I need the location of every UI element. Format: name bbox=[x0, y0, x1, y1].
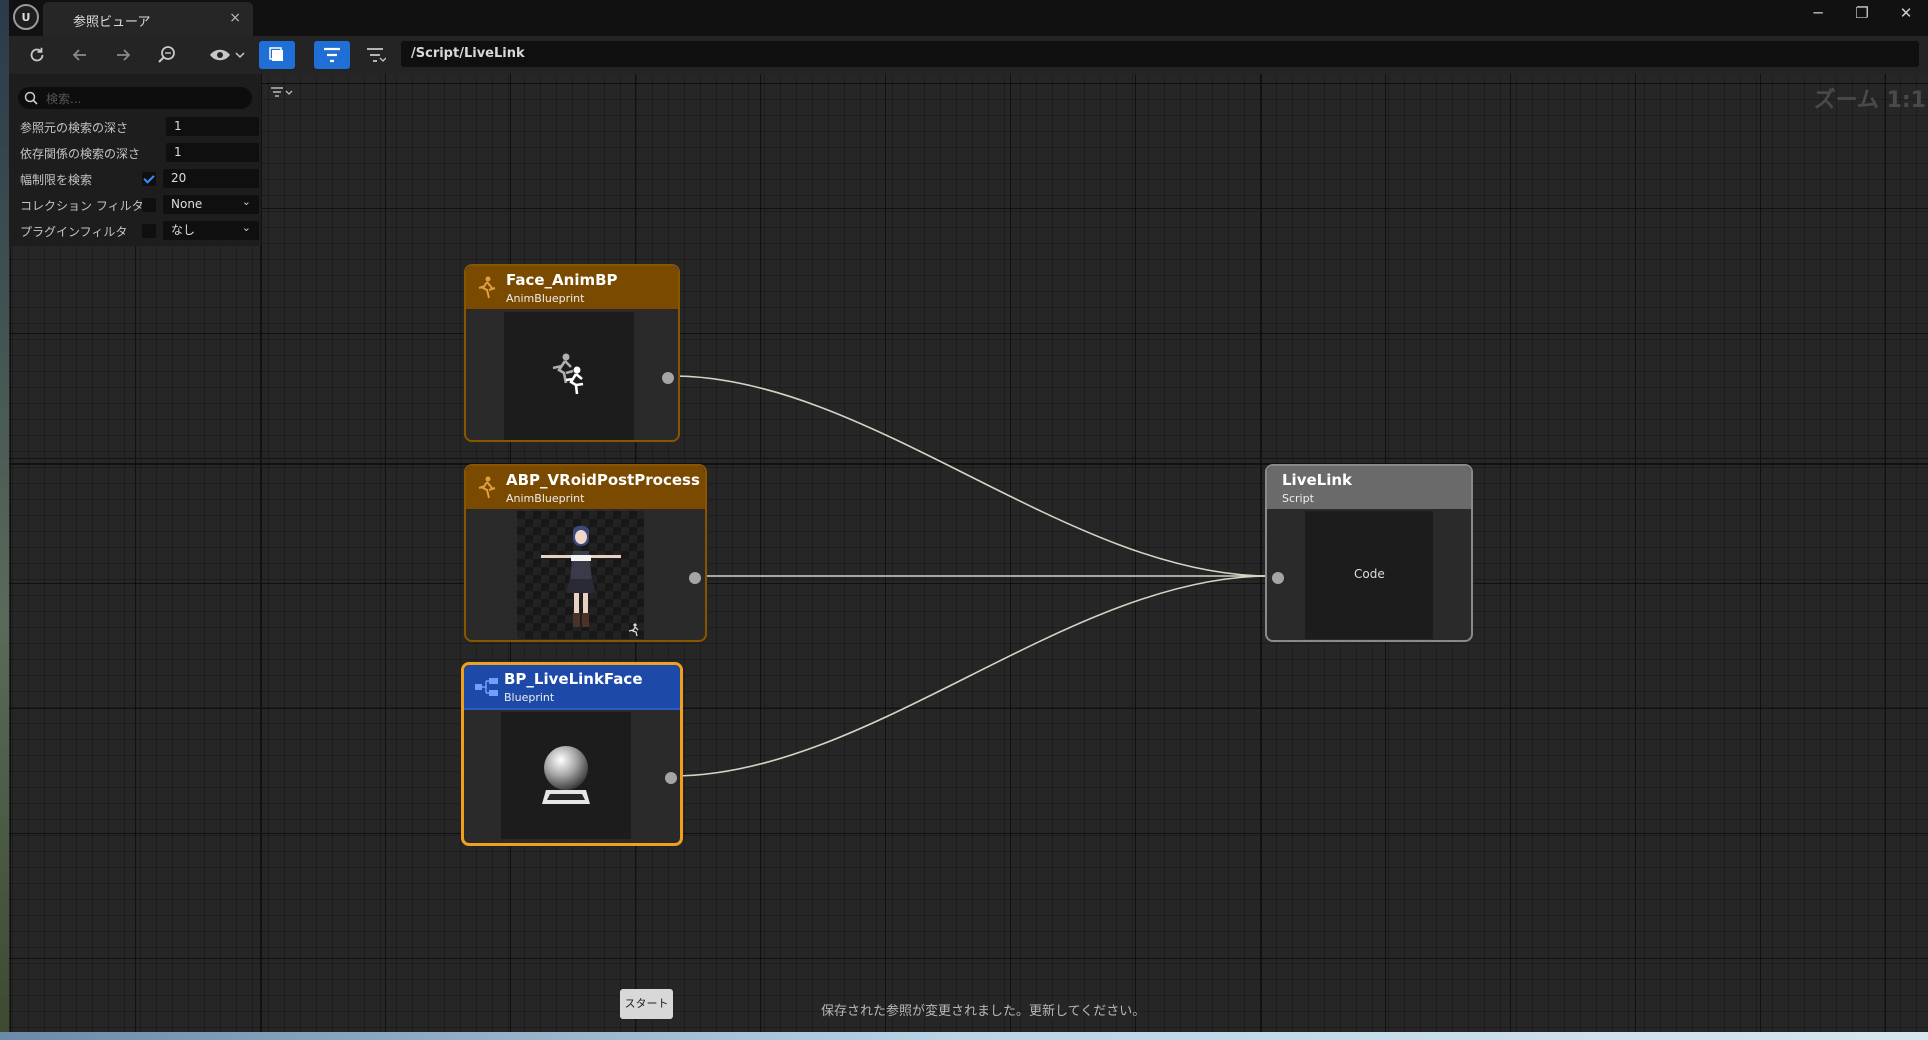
anim-blueprint-icon bbox=[478, 276, 496, 299]
node-subtitle: AnimBlueprint bbox=[506, 492, 585, 505]
plugin-filter-checkbox[interactable] bbox=[142, 224, 156, 238]
breadth-limit-input[interactable]: 20 bbox=[163, 169, 259, 188]
collection-filter-value: None bbox=[171, 197, 203, 211]
reference-viewer-window: U 参照ビューア × ─ ❐ ✕ /S bbox=[9, 0, 1928, 1032]
filter-row-dependency-depth: 依存関係の検索の深さ 1 bbox=[9, 142, 261, 164]
selection-mode-icon[interactable] bbox=[259, 41, 295, 69]
start-button[interactable]: スタート bbox=[620, 989, 673, 1019]
filter-options-icon[interactable] bbox=[361, 41, 391, 69]
anim-blueprint-icon bbox=[478, 476, 496, 499]
toolbar: /Script/LiveLink bbox=[9, 36, 1928, 74]
forward-arrow-icon[interactable] bbox=[108, 41, 138, 69]
node-subtitle: AnimBlueprint bbox=[506, 292, 585, 305]
code-label: Code bbox=[1354, 567, 1385, 581]
blueprint-icon bbox=[475, 678, 498, 696]
plugin-filter-label: プラグインフィルタ bbox=[20, 225, 128, 239]
node-abp-vroidpostprocess[interactable]: ABP_VRoidPostProcess AnimBlueprint bbox=[464, 464, 707, 642]
node-face-animbp[interactable]: Face_AnimBP AnimBlueprint bbox=[464, 264, 680, 442]
reference-graph-canvas[interactable]: ズーム 1:1 検索... 参照元の検索の深さ 1 依存関係の検索の深さ 1 幅… bbox=[9, 74, 1928, 1032]
character-tpose-thumbnail bbox=[517, 511, 644, 639]
filter-row-referencer-depth: 参照元の検索の深さ 1 bbox=[9, 116, 261, 138]
search-placeholder: 検索... bbox=[46, 92, 82, 106]
node-header: LiveLink Script bbox=[1267, 466, 1471, 509]
node-title: Face_AnimBP bbox=[506, 271, 618, 289]
plugin-filter-dropdown[interactable]: なし ⌄ bbox=[163, 221, 259, 240]
node-header: BP_LiveLinkFace Blueprint bbox=[464, 665, 680, 710]
collection-filter-label: コレクション フィルタ bbox=[20, 199, 144, 213]
wire-face-animbp bbox=[672, 375, 1270, 577]
node-header: Face_AnimBP AnimBlueprint bbox=[466, 266, 678, 309]
sphere-on-pedestal-icon bbox=[542, 746, 590, 804]
node-title: ABP_VRoidPostProcess bbox=[506, 471, 700, 489]
unreal-logo-icon[interactable]: U bbox=[13, 4, 39, 30]
search-icon bbox=[24, 91, 38, 105]
output-pin[interactable] bbox=[662, 372, 674, 384]
close-window-button[interactable]: ✕ bbox=[1899, 4, 1913, 22]
collection-filter-checkbox[interactable] bbox=[142, 198, 156, 212]
desktop-edge bbox=[0, 0, 9, 1040]
node-bp-livelinkface[interactable]: BP_LiveLinkFace Blueprint bbox=[461, 662, 683, 846]
anim-badge-icon bbox=[628, 623, 639, 637]
node-thumbnail bbox=[504, 312, 634, 440]
wire-bp-livelinkface bbox=[672, 575, 1270, 777]
node-thumbnail: Code bbox=[1305, 511, 1433, 639]
dependency-depth-input[interactable]: 1 bbox=[166, 143, 259, 162]
node-livelink[interactable]: LiveLink Script Code bbox=[1265, 464, 1473, 642]
node-title: LiveLink bbox=[1282, 471, 1353, 489]
dependency-wires bbox=[672, 375, 1283, 777]
minimize-button[interactable]: ─ bbox=[1813, 4, 1823, 22]
zoom-level-label: ズーム 1:1 bbox=[1813, 88, 1926, 113]
node-subtitle: Blueprint bbox=[504, 691, 555, 704]
maximize-button[interactable]: ❐ bbox=[1855, 4, 1869, 22]
referencer-depth-label: 参照元の検索の深さ bbox=[20, 121, 129, 135]
input-pin[interactable] bbox=[1272, 572, 1284, 584]
node-header: ABP_VRoidPostProcess AnimBlueprint bbox=[466, 466, 705, 509]
title-bar: U 参照ビューア × ─ ❐ ✕ bbox=[9, 0, 1928, 36]
running-figures-icon bbox=[552, 353, 584, 395]
tab-reference-viewer[interactable]: 参照ビューア × bbox=[43, 2, 253, 36]
tab-close-icon[interactable]: × bbox=[229, 10, 241, 26]
filter-row-collection: コレクション フィルタ None ⌄ bbox=[9, 194, 261, 216]
chevron-down-icon: ⌄ bbox=[241, 221, 251, 234]
chevron-down-icon: ⌄ bbox=[241, 195, 251, 208]
dependency-depth-label: 依存関係の検索の深さ bbox=[20, 147, 141, 161]
breadth-limit-label: 幅制限を検索 bbox=[20, 173, 93, 187]
breadth-limit-checkbox[interactable] bbox=[142, 172, 156, 186]
output-pin[interactable] bbox=[665, 772, 677, 784]
node-thumbnail bbox=[501, 712, 631, 839]
node-subtitle: Script bbox=[1282, 492, 1314, 505]
filter-dropdown-icon[interactable] bbox=[270, 87, 294, 102]
filter-panel: 検索... 参照元の検索の深さ 1 依存関係の検索の深さ 1 幅制限を検索 20… bbox=[9, 74, 261, 246]
back-arrow-icon[interactable] bbox=[65, 41, 95, 69]
output-pin[interactable] bbox=[689, 572, 701, 584]
character-figure-image bbox=[541, 525, 621, 627]
node-title: BP_LiveLinkFace bbox=[504, 670, 643, 688]
tab-label: 参照ビューア bbox=[73, 15, 151, 30]
search-input[interactable]: 検索... bbox=[18, 87, 252, 109]
referencer-depth-input[interactable]: 1 bbox=[166, 117, 259, 136]
find-in-graph-icon[interactable] bbox=[152, 41, 182, 69]
filter-row-plugin: プラグインフィルタ なし ⌄ bbox=[9, 220, 261, 242]
eye-visibility-icon[interactable] bbox=[205, 41, 249, 69]
filter-icon[interactable] bbox=[314, 41, 350, 69]
status-message: 保存された参照が変更されました。更新してください。 bbox=[821, 1004, 1146, 1019]
filter-row-breadth-limit: 幅制限を検索 20 bbox=[9, 168, 261, 190]
plugin-filter-value: なし bbox=[171, 223, 196, 237]
refresh-icon[interactable] bbox=[22, 41, 52, 69]
asset-path-field[interactable]: /Script/LiveLink bbox=[401, 41, 1919, 67]
collection-filter-dropdown[interactable]: None ⌄ bbox=[163, 195, 259, 214]
desktop-taskbar-edge bbox=[0, 1032, 1928, 1040]
